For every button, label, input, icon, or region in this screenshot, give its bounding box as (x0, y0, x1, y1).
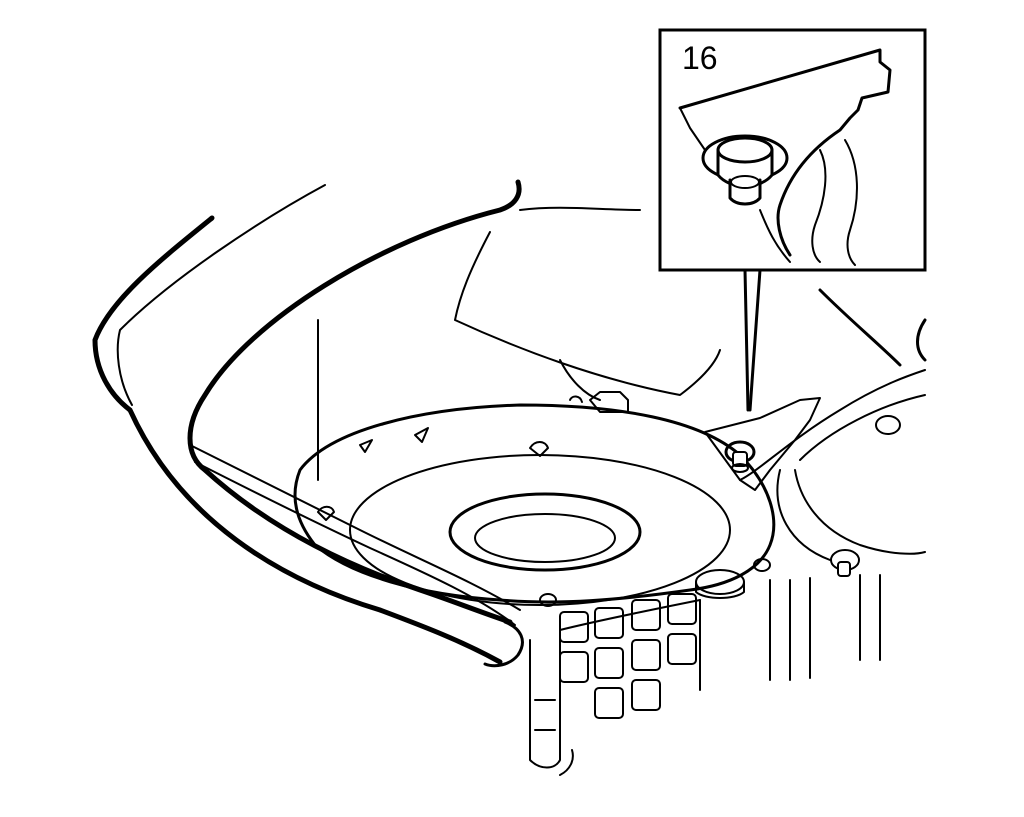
bumper-outline (92, 179, 524, 668)
lower-grid (529, 574, 881, 776)
leader-line (743, 268, 762, 412)
wheel-hub-area (539, 288, 927, 607)
callout-number-16: 16 (682, 40, 718, 76)
mounting-bracket (704, 397, 821, 491)
inset-nut (701, 134, 789, 206)
